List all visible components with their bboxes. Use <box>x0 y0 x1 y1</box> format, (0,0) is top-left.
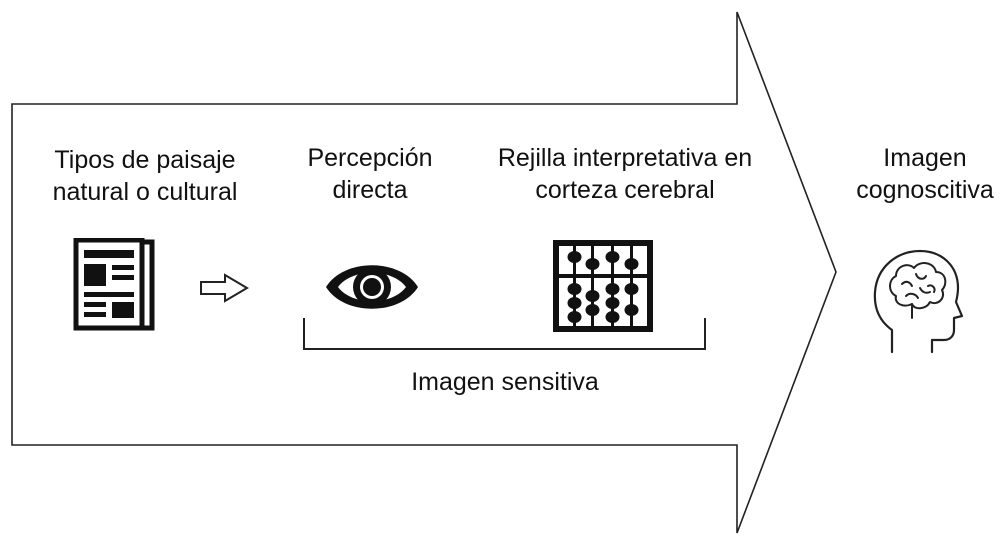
stage-label-perception: Percepción directa <box>307 144 433 204</box>
eye-icon <box>326 265 418 309</box>
bracket-label: Imagen sensitiva <box>411 368 599 396</box>
sensitive-image-bracket <box>303 318 706 350</box>
stage-label-landscape: Tipos de paisaje natural o cultural <box>52 146 238 206</box>
head-brain-icon <box>873 249 964 354</box>
abacus-icon <box>553 240 653 332</box>
stage-label-cognitive: Imagen cognoscitiva <box>856 144 994 204</box>
arrow-right-outline-icon <box>200 273 249 303</box>
document-icon <box>73 238 155 331</box>
stage-label-cortex: Rejilla interpretativa en corteza cerebr… <box>497 144 753 204</box>
